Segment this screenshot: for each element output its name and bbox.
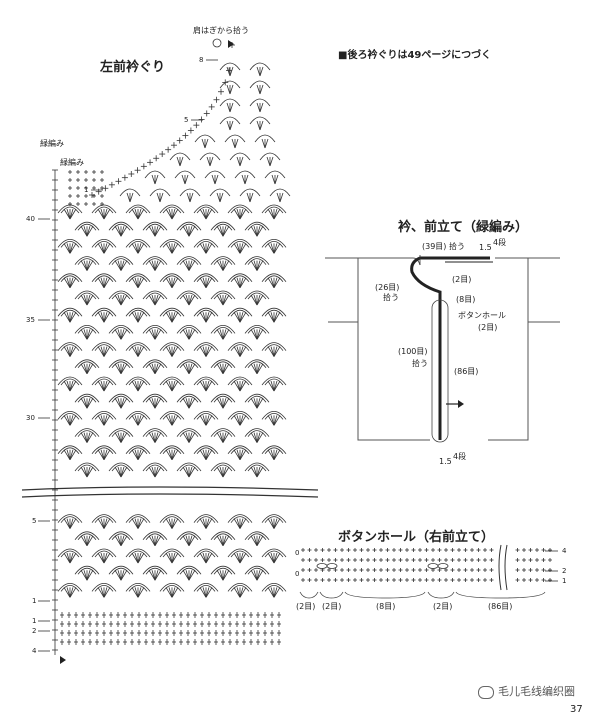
bh-left-0a: 0 [295, 549, 300, 557]
collar-pick-39: (39目) 拾う [422, 242, 465, 251]
row-mark-b2: 2 [32, 627, 37, 635]
buttonhole-label: ボタンホール [458, 311, 506, 320]
collar-pick-100: (100目) [398, 347, 428, 356]
buttonhole-chart-title: ボタンホール（右前立て） [338, 530, 495, 545]
collar-pick-26: (26目) [375, 283, 400, 292]
bh-row-2: 2 [562, 567, 567, 575]
row-label-35: 35 [26, 316, 35, 324]
buttonhole-count: (2目) [478, 323, 498, 332]
bh-label-2: (2目) [322, 602, 342, 611]
collar-pick-100b: 拾う [412, 359, 428, 368]
row-mark-1: 1 [84, 186, 89, 194]
bh-row-1: 1 [562, 577, 567, 585]
continuation-note: ■後ろ衿ぐりは49ページにつづく [338, 50, 492, 61]
left-neckline-title: 左前衿ぐり [100, 60, 166, 75]
collar-rows-bottom-15: 1.5 [439, 457, 452, 466]
row-label-40: 40 [26, 215, 35, 223]
bh-label-4: (2目) [433, 602, 453, 611]
page-number: 37 [570, 704, 583, 715]
row-mark-b1: 1 [32, 617, 37, 625]
collar-rows-top-15: 1.5 [479, 243, 492, 252]
shoulder-note: 肩はぎから拾う [193, 26, 249, 35]
collar-title: 衿、前立て（緑編み） [398, 220, 529, 235]
collar-pick-2a: (2目) [452, 275, 472, 284]
row-mark-b4: 4 [32, 647, 37, 655]
row-mark-bottom-5: 5 [32, 517, 37, 525]
bh-label-3: (8目) [376, 602, 396, 611]
row-mark-5: 5 [184, 116, 189, 124]
collar-rows-top: 4段 [493, 238, 507, 247]
row-mark-8: 8 [199, 56, 204, 64]
bh-left-0b: 0 [295, 570, 300, 578]
row-mark-bottom-1: 1 [32, 597, 37, 605]
wechat-icon [478, 685, 494, 699]
collar-rows-bottom: 4段 [453, 452, 467, 461]
watermark: 毛儿毛线编织圈 [478, 683, 575, 699]
bh-label-1: (2目) [296, 602, 316, 611]
collar-pick-26b: 拾う [383, 293, 399, 302]
bh-label-5: (86目) [488, 602, 513, 611]
edge-label: 緑編み [40, 139, 64, 148]
edge-label-2: 緑編み [60, 158, 84, 167]
collar-pick-86: (86目) [454, 367, 479, 376]
row-label-30: 30 [26, 414, 35, 422]
collar-pick-8: (8目) [456, 295, 476, 304]
watermark-text: 毛儿毛线编织圈 [498, 685, 575, 698]
bh-row-4: 4 [562, 547, 567, 555]
